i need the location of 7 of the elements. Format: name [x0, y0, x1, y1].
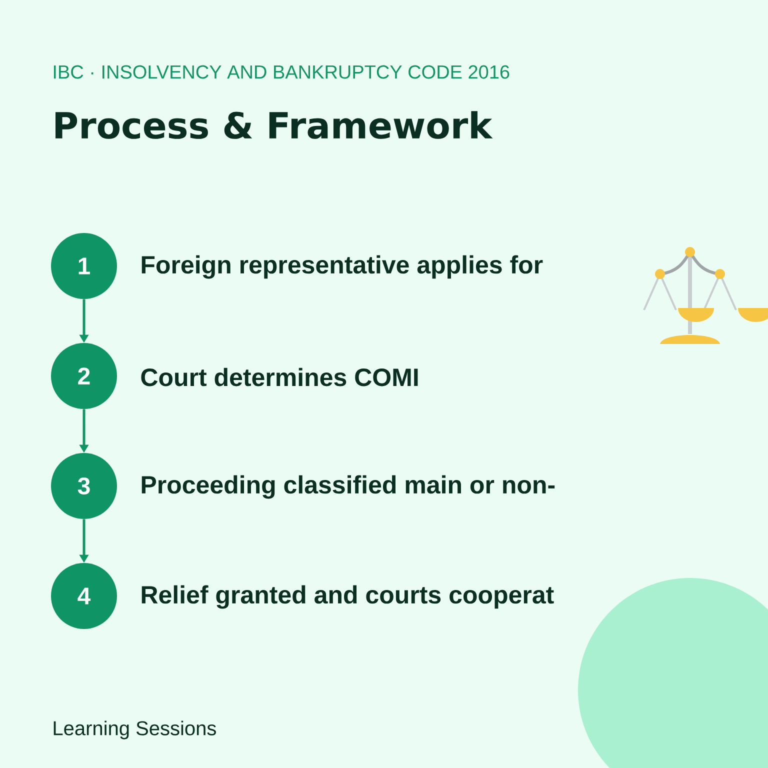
footer-text: Learning Sessions: [54, 720, 216, 740]
step-text: Court determines COMI: [141, 368, 418, 386]
step-text: Proceeding classified main or non-: [142, 475, 555, 499]
subtitle: IBC · INSOLVENCY AND BANKRUPTCY CODE 2016: [54, 65, 510, 79]
step-text: Relief granted and courts cooperat: [142, 585, 554, 609]
step-text: Foreign representative applies for: [142, 255, 543, 279]
title: Process & Framework: [56, 111, 493, 139]
